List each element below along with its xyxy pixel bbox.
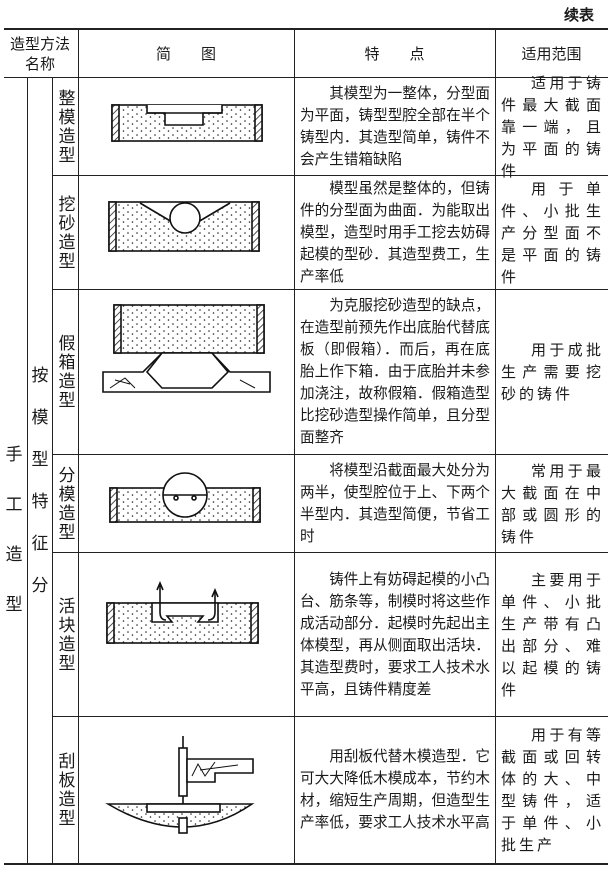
row-divider [52, 454, 608, 455]
method-name: 整模造型 [54, 88, 75, 165]
header-rule [4, 77, 608, 78]
col-divider [78, 28, 79, 864]
method-scope: 常用于最大截面在中部或圆形的铸件 [501, 461, 604, 546]
method-name: 刮板造型 [54, 752, 75, 828]
method-scope: 适用于铸件最大截面靠一端，且为平面的铸件 [501, 73, 604, 180]
diagram-hollow-sand [108, 201, 260, 252]
table-bottom-rule [4, 863, 608, 865]
diagram-loose-piece [106, 580, 259, 644]
diagram-false-flask [102, 304, 271, 393]
col-divider [27, 77, 28, 864]
header-scope: 适用范围 [521, 45, 582, 63]
method-scope: 用于单件、小批生产分型面不是平面的铸件 [501, 179, 604, 286]
col-divider [52, 77, 53, 864]
diagram-split-pattern [109, 472, 261, 523]
subcategory-label: 按模型特征分 [31, 366, 49, 596]
row-divider [52, 716, 608, 717]
method-scope: 主要用于单件、小批生产带有凸出部分、难以起模的铸件 [501, 570, 604, 699]
diagram-sweep-board [105, 736, 255, 834]
row-divider [52, 289, 608, 290]
header-diagram: 简 图 [155, 45, 216, 63]
method-name: 活块造型 [54, 596, 75, 673]
method-scope: 用于成批生产需要挖砂的铸件 [501, 341, 604, 403]
method-name: 假箱造型 [54, 334, 75, 410]
header-features: 特 点 [364, 45, 425, 63]
table-top-rule [4, 28, 608, 30]
diagram-whole-pattern [111, 104, 263, 142]
category-label: 手工造型 [5, 445, 23, 615]
method-features: 铸件上有妨碍起模的小凸台、筋条等，制模时将这些作成活动部分．起模时先起出主体模型… [300, 570, 490, 698]
method-features: 模型虽然是整体的，但铸件的分型面为曲面．为能取出模型，造型时用手工挖去妨碍起模的… [300, 179, 490, 285]
method-features: 其模型为一整体，分型面为平面，铸型型腔全部在半个铸型内．其造型简单，铸件不会产生… [300, 84, 490, 168]
method-name: 挖砂造型 [54, 194, 75, 271]
continued-label: 续表 [563, 6, 594, 24]
col-divider [495, 28, 496, 864]
row-divider [52, 175, 608, 176]
row-divider [52, 552, 608, 553]
method-scope: 用于有等截面或回转体的大、中型铸件，适于单件、小批生产 [501, 726, 604, 854]
method-name: 分模造型 [54, 465, 75, 542]
method-features: 将模型沿截面最大处分为两半，使型腔位于上、下两个半型内．其造型简便，节省工时 [300, 461, 490, 545]
header-method-name: 造型方法名称 [10, 34, 71, 73]
method-features: 为克服挖砂造型的缺点，在造型前预先作出底胎代替底板（即假箱）．而后，再在底胎上作… [300, 297, 490, 446]
col-divider [294, 28, 295, 864]
method-features: 用刮板代替木模造型．它可大大降低木模成本，节约木材，缩短生产周期，但造型生产率低… [300, 748, 490, 831]
